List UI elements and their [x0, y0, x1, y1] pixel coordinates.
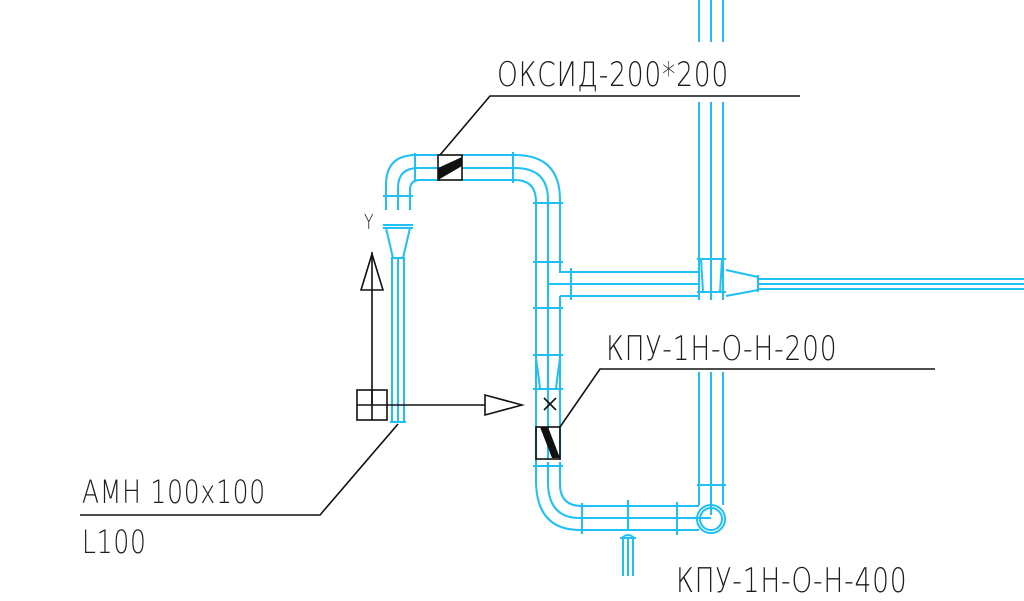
label-amn-grille[interactable]: АМН 100x100	[82, 473, 266, 511]
valve-kpu-symbol	[535, 397, 561, 460]
vertical-riser	[697, 0, 726, 515]
ucs-y-label: Y	[364, 210, 375, 234]
ucs-axis-icon	[356, 251, 526, 421]
leader-lines	[80, 95, 935, 516]
horizontal-branch-right	[548, 268, 1024, 300]
label-amn-length[interactable]: L100	[82, 523, 147, 561]
duct-drawing	[80, 0, 1024, 576]
label-kpu-bottom[interactable]: КПУ-1Н-О-Н-400	[676, 561, 908, 601]
label-kpu-valve[interactable]: КПУ-1Н-О-Н-200	[606, 329, 838, 369]
damper-oksid-symbol	[437, 154, 463, 181]
main-loop-duct	[383, 152, 711, 576]
label-oksid-damper[interactable]: ОКСИД-200*200	[497, 55, 730, 95]
